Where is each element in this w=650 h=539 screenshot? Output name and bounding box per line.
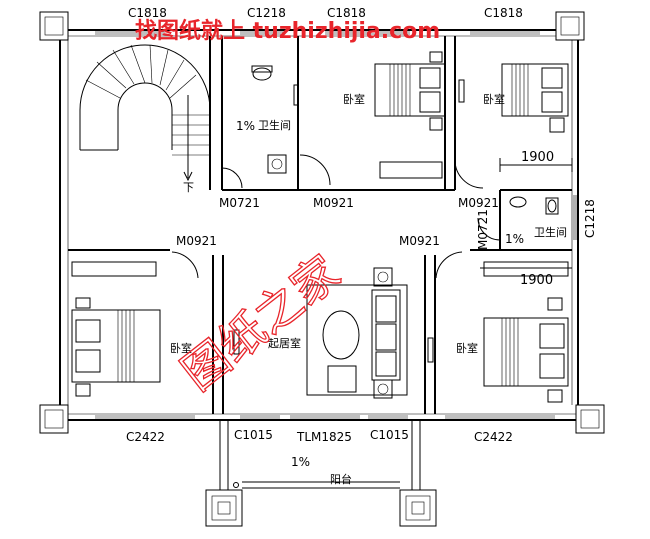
windows-graphics [95, 31, 577, 419]
dimension-lines [480, 158, 573, 269]
outer-walls [59, 29, 579, 421]
door-label-m0921-a: M0921 [313, 196, 354, 210]
window-label-c1015-left: C1015 [234, 428, 273, 442]
window-label-c2422-left: C2422 [126, 430, 165, 444]
door-label-m0921-c: M0921 [176, 234, 217, 248]
window-label-c2422-right: C2422 [474, 430, 513, 444]
window-label-tlm1825: TLM1825 [296, 430, 352, 444]
furniture [71, 51, 569, 488]
watermark-diagonal: 图纸之家 [172, 245, 350, 401]
interior-walls [68, 36, 572, 490]
room-label-bedroom-left: 卧室 [170, 341, 192, 355]
door-swings [171, 154, 501, 279]
room-label-bathroom-top: 卫生间 [258, 118, 291, 132]
window-label-c1015-right: C1015 [370, 428, 409, 442]
room-label-living-room: 起居室 [268, 336, 301, 350]
window-label-c1218-top: C1218 [247, 6, 286, 20]
stair-down-label: 下 [183, 181, 194, 194]
window-label-c1218-right: C1218 [583, 199, 597, 238]
room-label-bedroom-top-mid: 卧室 [343, 92, 365, 106]
door-label-m0721-a: M0721 [219, 196, 260, 210]
slope-label-bath-top: 1% [236, 119, 255, 133]
room-label-bathroom-right: 卫生间 [534, 225, 567, 239]
dimension-label-1900-top: 1900 [521, 150, 554, 165]
stair [79, 44, 211, 182]
door-label-m0921-d: M0921 [399, 234, 440, 248]
door-label-m0721-b: M0721 [476, 209, 490, 250]
dimension-label-1900-right: 1900 [520, 273, 553, 288]
watermark-top: 找图纸就上 tuzhizhijia.com [135, 18, 440, 44]
door-label-m0921-b: M0921 [458, 196, 499, 210]
columns [39, 11, 605, 527]
room-label-bedroom-right: 卧室 [456, 341, 478, 355]
window-label-c1818-a: C1818 [128, 6, 167, 20]
slope-label-bath-right: 1% [505, 232, 524, 246]
room-label-bedroom-top-right: 卧室 [483, 92, 505, 106]
room-label-balcony: 阳台 [330, 472, 352, 486]
slope-label-balcony: 1% [291, 455, 310, 469]
window-label-c1818-b: C1818 [327, 6, 366, 20]
window-label-c1818-c: C1818 [484, 6, 523, 20]
